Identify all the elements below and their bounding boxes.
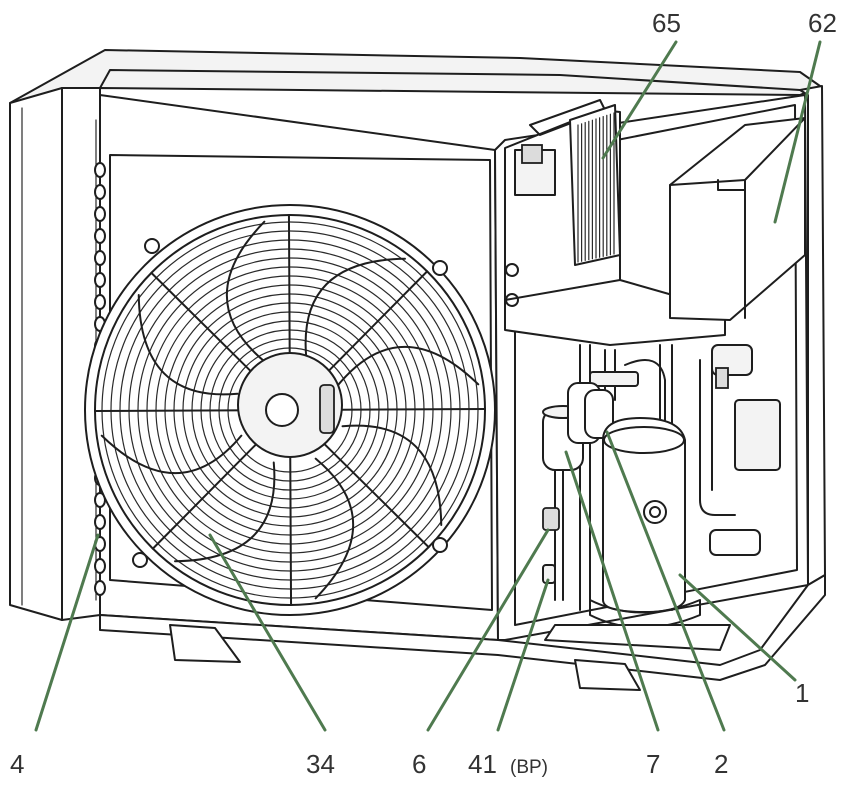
callout-62: 62 <box>808 8 837 38</box>
leader-34 <box>208 533 327 732</box>
leader-7 <box>564 450 660 732</box>
leader-41 <box>496 578 550 732</box>
leader-2 <box>605 430 726 732</box>
fan-assembly <box>84 204 496 616</box>
leader-1 <box>678 573 797 682</box>
callout-1: 1 <box>795 678 809 708</box>
callout-7: 7 <box>646 749 660 779</box>
leader-65 <box>601 40 678 160</box>
callout-65: 65 <box>652 8 681 38</box>
callout-6: 6 <box>412 749 426 779</box>
callout-2: 2 <box>714 749 728 779</box>
leader-6 <box>426 528 550 732</box>
refrigerant-circuit <box>542 344 781 651</box>
callout-41: 41 <box>468 749 497 779</box>
callout-labels: 4 34 6 41 (BP) 7 2 1 65 62 <box>10 8 837 779</box>
callout-41-suffix: (BP) <box>510 757 548 778</box>
callout-34: 34 <box>306 749 335 779</box>
leader-4 <box>34 533 100 732</box>
callout-4: 4 <box>10 749 24 779</box>
electrical-box <box>669 117 806 321</box>
leader-lines <box>34 40 822 732</box>
leader-62 <box>773 40 822 224</box>
